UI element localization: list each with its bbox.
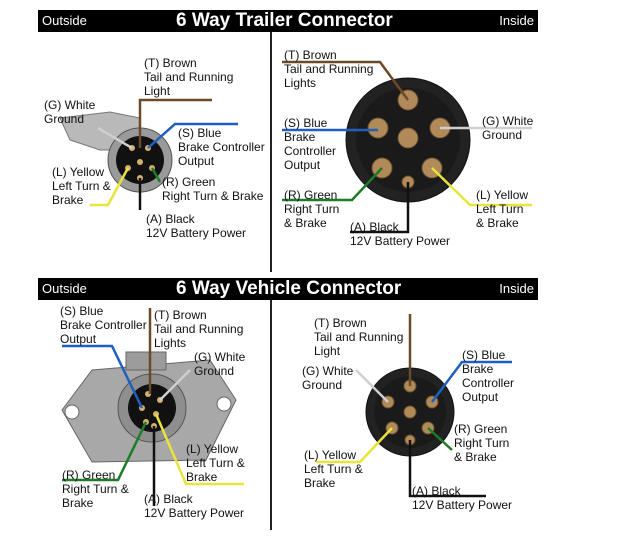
trailer-left-label-yellow: (L) Yellow Left Turn & Brake — [52, 165, 111, 207]
trailer-inside-pin — [367, 117, 389, 139]
vehicle-inside-pin — [403, 405, 417, 419]
trailer-left-wire-yellow — [90, 167, 130, 207]
vehicle-left-label-brown: (T) Brown Tail and Running Lights — [154, 308, 244, 350]
trailer-left-label-green: (R) Green Right Turn & Brake — [162, 175, 264, 203]
vehicle-socket-mount-hole — [216, 396, 232, 412]
vehicle-left-label-black: (A) Black 12V Battery Power — [144, 492, 245, 520]
vehicle-inside-label: Inside — [499, 281, 534, 296]
trailer-left-label-brown: (T) Brown Tail and Running Light — [144, 56, 234, 98]
trailer-right-wire-green — [282, 167, 383, 202]
trailer-right-wire-yellow — [431, 167, 532, 207]
vehicle-socket-mount-hole — [64, 404, 80, 420]
trailer-plug-pin — [137, 159, 143, 165]
vehicle-left-label-yellow: (L) Yellow Left Turn & Brake — [186, 442, 245, 484]
vehicle-divider — [270, 300, 272, 530]
vehicle-right-wire-black — [408, 440, 486, 498]
trailer-left-wire-brown — [138, 98, 212, 148]
trailer-inside-label: Inside — [499, 13, 534, 28]
trailer-left-label-black: (A) Black 12V Battery Power — [146, 212, 247, 240]
trailer-title-bar: Outside 6 Way Trailer Connector Inside — [38, 10, 538, 32]
vehicle-left-wire-blue — [62, 344, 144, 409]
vehicle-title-bar: Outside 6 Way Vehicle Connector Inside — [38, 278, 538, 300]
trailer-outside-label: Outside — [42, 13, 87, 28]
vehicle-right-wire-yellow — [316, 427, 393, 464]
trailer-right-wire-brown — [282, 60, 410, 101]
vehicle-left-wire-green — [62, 421, 148, 482]
trailer-left-wire-blue — [147, 122, 238, 149]
vehicle-right-label-brown: (T) Brown Tail and Running Light — [314, 316, 404, 358]
trailer-right-label-white: (G) White Ground — [482, 114, 534, 142]
vehicle-right-wire-blue — [431, 360, 512, 403]
vehicle-right-label-blue: (S) Blue Brake Controller Output — [462, 348, 515, 404]
vehicle-outside-label: Outside — [42, 281, 87, 296]
vehicle-right-label-yellow: (L) Yellow Left Turn & Brake — [304, 448, 363, 490]
trailer-right-label-brown: (T) Brown Tail and Running Lights — [284, 48, 374, 90]
vehicle-left-label-blue: (S) Blue Brake Controller Output — [60, 304, 147, 346]
vehicle-right-label-green: (R) Green Right Turn & Brake — [454, 422, 510, 464]
vehicle-right-wire-green — [427, 427, 453, 451]
trailer-right-label-black: (A) Black 12V Battery Power — [350, 220, 451, 248]
trailer-right-label-blue: (S) Blue Brake Controller Output — [284, 116, 337, 172]
trailer-right-label-yellow: (L) Yellow Left Turn & Brake — [476, 188, 529, 230]
trailer-title: 6 Way Trailer Connector — [176, 10, 393, 31]
vehicle-left-wire-white — [159, 369, 191, 401]
trailer-divider — [270, 32, 272, 272]
vehicle-left-label-white: (G) White Ground — [194, 350, 246, 378]
trailer-left-wire-green — [150, 167, 162, 183]
vehicle-right-label-black: (A) Black 12V Battery Power — [412, 484, 513, 512]
vehicle-left-label-green: (R) Green Right Turn & Brake — [62, 468, 129, 510]
trailer-right-label-green: (R) Green Right Turn & Brake — [284, 188, 340, 230]
trailer-right-wire-black — [350, 182, 410, 234]
trailer-left-wire-white — [97, 126, 133, 150]
trailer-inside-pin — [397, 127, 419, 149]
vehicle-left-wire-yellow — [154, 413, 244, 486]
vehicle-right-label-white: (G) White Ground — [302, 364, 354, 392]
vehicle-socket-spring — [125, 351, 167, 371]
trailer-left-label-white: (G) White Ground — [44, 98, 96, 126]
trailer-left-label-blue: (S) Blue Brake Controller Output — [178, 126, 265, 168]
vehicle-right-wire-white — [355, 369, 389, 403]
vehicle-title: 6 Way Vehicle Connector — [176, 278, 402, 299]
